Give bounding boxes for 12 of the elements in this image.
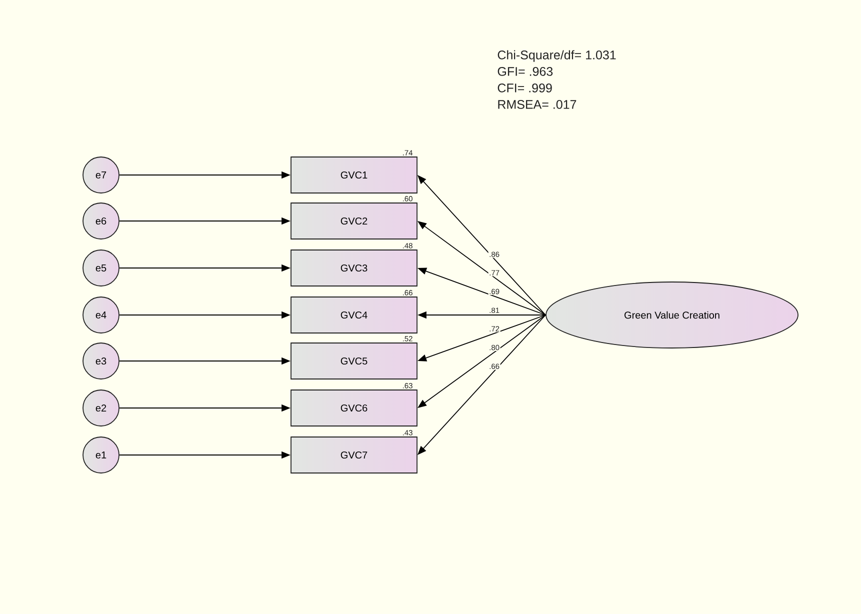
label: RMSEA= .017 xyxy=(498,100,576,109)
indicator-box: GVC1 xyxy=(290,156,418,194)
label: GFI= .963 xyxy=(498,67,553,76)
fit-statistics: Chi-Square/df= 1.031 GFI= .963 CFI= .999 RMSEA= .017 xyxy=(498,50,616,109)
indicator-box: GVC4 xyxy=(290,296,418,334)
indicator-box: GVC7 xyxy=(290,436,418,474)
label: CFI= .999 xyxy=(498,84,552,92)
indicator-box: GVC5 xyxy=(290,342,418,380)
indicator-box: GVC3 xyxy=(290,250,418,286)
indicator-box: GVC2 xyxy=(290,202,418,240)
label: Chi-Square/df= 1.031 xyxy=(498,50,616,62)
indicator-box: GVC6 xyxy=(290,390,418,426)
